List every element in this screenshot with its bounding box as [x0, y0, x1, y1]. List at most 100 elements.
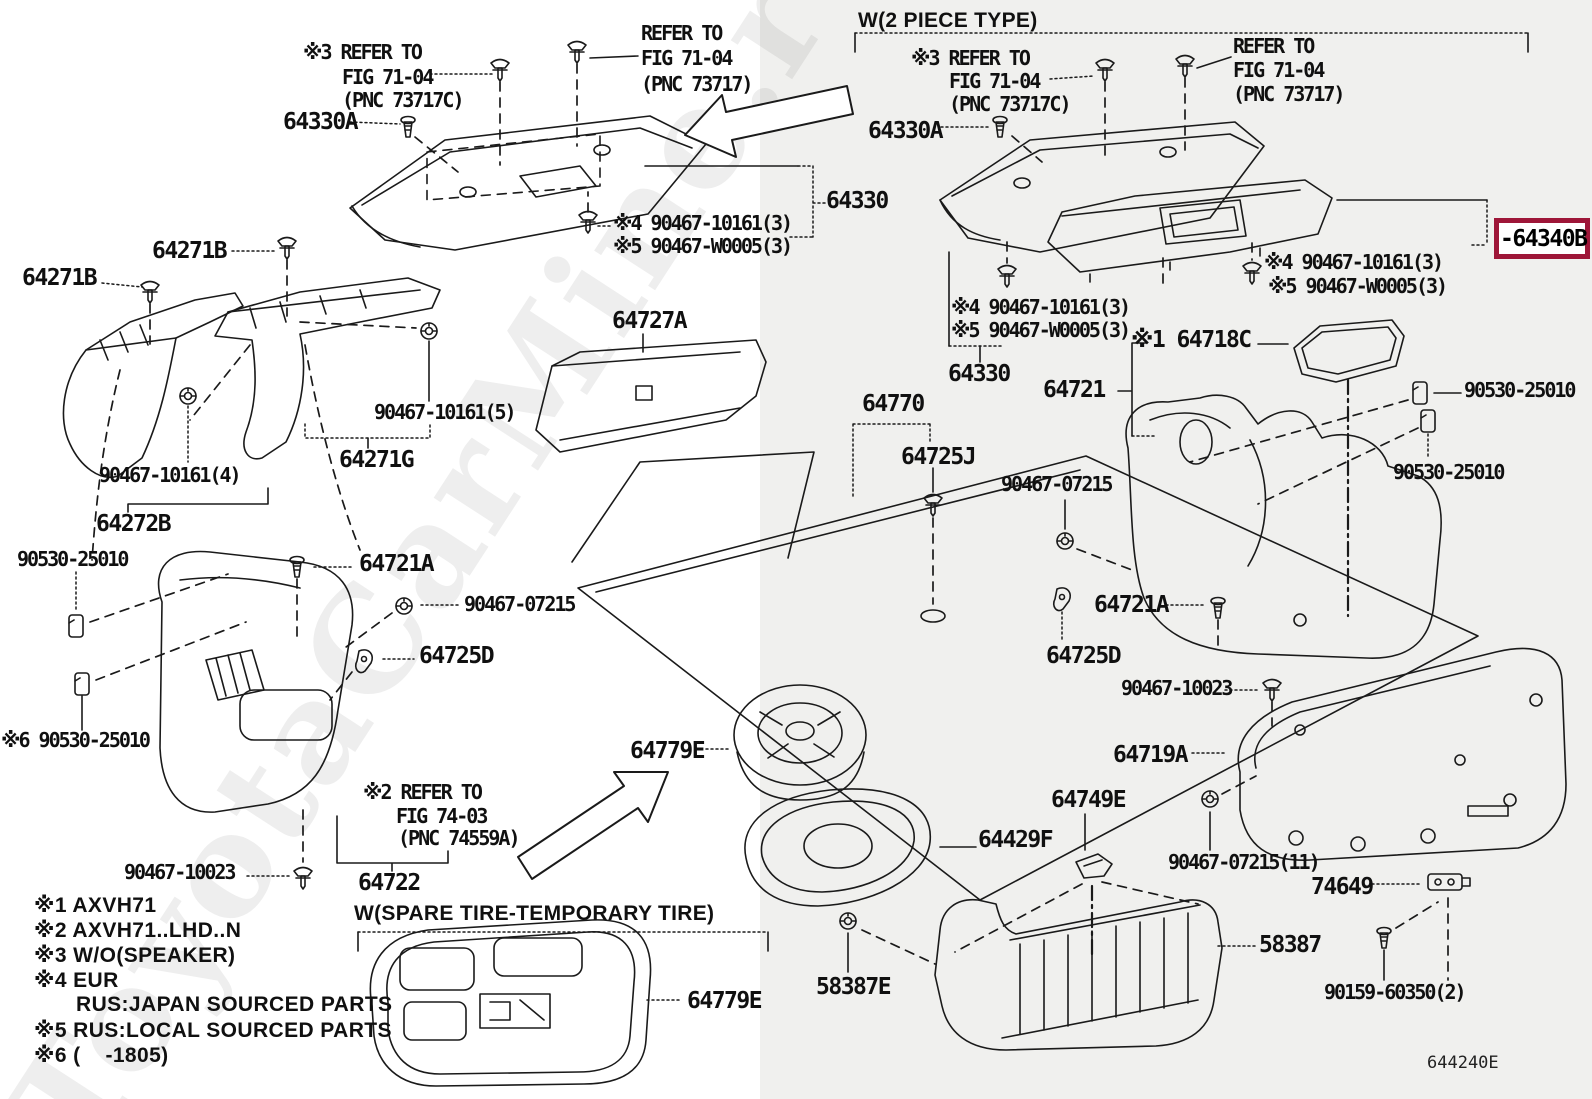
figure-code: 644240E	[1427, 1053, 1499, 1073]
part-label: 64271B	[22, 265, 98, 291]
part-label: ※4 90467-10161(3)	[613, 211, 793, 235]
grommet-icon	[420, 322, 438, 340]
side-trim-panel-right-64721-drawing	[1125, 394, 1442, 659]
fastener-icons	[68, 40, 1471, 949]
legend-note: ※3 W/O(SPEAKER)	[34, 944, 236, 967]
legend-note: RUS:JAPAN SOURCED PARTS	[76, 993, 393, 1016]
part-label: ※4 90467-10161(3)	[951, 295, 1131, 319]
part-label: 90467-07215(11)	[1168, 850, 1321, 874]
part-label: REFER TO	[1233, 34, 1315, 58]
part-label: 64330A	[868, 118, 944, 144]
clip-icon	[293, 866, 313, 890]
part-label: (PNC 74559A)	[398, 826, 520, 850]
direction-arrow-top	[684, 85, 854, 158]
part-label: ※5 90467-W0005(3)	[1268, 274, 1448, 298]
part-label: (PNC 73717C)	[342, 88, 464, 112]
direction-arrow-spare	[517, 771, 669, 880]
highlighted-part-label-64340B: -64340B	[1494, 218, 1590, 259]
part-label: 64330A	[283, 109, 359, 135]
part-label: (PNC 73717)	[641, 72, 753, 96]
section-label: W(2 PIECE TYPE)	[858, 9, 1038, 32]
part-label: ※5 90467-W0005(3)	[613, 234, 793, 258]
leader-lines-dotted	[75, 32, 1529, 1001]
trunk-lid-trim-64719A-drawing	[1237, 647, 1567, 861]
clip-icon	[997, 264, 1017, 288]
part-label: 58387	[1259, 932, 1322, 958]
part-label: 64725D	[1046, 643, 1122, 669]
bracket-clip-icon	[1075, 853, 1113, 879]
luggage-cover-64429F-drawing	[744, 788, 932, 907]
part-label: 64719A	[1113, 742, 1189, 768]
part-label: 90467-07215	[464, 592, 576, 616]
part-label: 64330	[948, 361, 1011, 387]
grommet-icon	[839, 912, 857, 930]
part-label: FIG 71-04	[949, 69, 1041, 93]
part-label: 90467-10023	[124, 860, 236, 884]
package-tray-front-64330-right-drawing	[939, 121, 1265, 253]
rear-sill-plate-58387-drawing	[934, 899, 1223, 1051]
part-label: ※1 64718C	[1131, 327, 1252, 353]
grommet-icon	[1056, 532, 1074, 550]
part-label: FIG 74-03	[396, 804, 488, 828]
part-label: ※5 90467-W0005(3)	[951, 318, 1131, 342]
screw-icon	[400, 115, 416, 138]
clip-icon	[140, 280, 160, 304]
part-label: ※6 90530-25010	[1, 728, 151, 752]
latch-icon	[1427, 873, 1471, 891]
part-label: 64721A	[359, 551, 435, 577]
clip-icon	[1175, 54, 1195, 78]
legend-note: ※4 EUR	[34, 969, 119, 992]
grommet-icon	[179, 387, 197, 405]
side-trim-panel-left-drawing	[157, 550, 354, 813]
part-label: 74649	[1311, 874, 1374, 900]
clip-icon	[1095, 58, 1115, 82]
part-label: FIG 71-04	[342, 65, 434, 89]
two-piece-section-background	[760, 0, 1592, 1099]
part-label: 64330	[826, 188, 889, 214]
package-tray-rear-64340B-drawing	[1047, 179, 1333, 283]
legend-note: ※1 AXVH71	[34, 894, 157, 917]
part-label: 64770	[862, 391, 925, 417]
part-label: 64749E	[1051, 787, 1127, 813]
clip-icon	[1262, 678, 1282, 702]
part-label: FIG 71-04	[1233, 58, 1325, 82]
clip-icon	[578, 210, 598, 234]
part-label: (PNC 73717)	[1233, 82, 1345, 106]
tab-icon	[68, 614, 84, 638]
part-label: 90467-10023	[1121, 676, 1233, 700]
part-label: 90467-10161(5)	[374, 400, 517, 424]
quarter-trim-64272B-drawing	[62, 292, 244, 479]
hook-icon	[1052, 587, 1072, 612]
screw-icon	[289, 555, 305, 578]
legend-note: ※5 RUS:LOCAL SOURCED PARTS	[34, 1019, 392, 1042]
screw-icon	[1376, 926, 1392, 949]
trunk-mat-64770-drawing	[571, 451, 1479, 901]
package-tray-64330-left-drawing	[349, 115, 707, 251]
part-label: 64725D	[419, 643, 495, 669]
part-label: FIG 71-04	[641, 46, 733, 70]
speaker-lid-64718C-drawing	[1293, 319, 1405, 383]
grommet-icon	[395, 597, 413, 615]
rear-sill-trim-64727A-drawing	[535, 339, 767, 453]
legend-note: ※2 AXVH71..LHD..N	[34, 919, 242, 942]
part-label: ※3 REFER TO	[303, 40, 423, 64]
part-label: 64429F	[978, 827, 1054, 853]
part-label: ※4 90467-10161(3)	[1264, 250, 1444, 274]
clip-icon	[1242, 261, 1262, 285]
part-label: 64725J	[901, 444, 977, 470]
part-label: REFER TO	[641, 21, 723, 45]
part-label: (PNC 73717C)	[949, 92, 1071, 116]
section-label: W(SPARE TIRE-TEMPORARY TIRE)	[354, 902, 715, 925]
part-label: 64779E	[687, 988, 763, 1014]
spare-tire-pan-64779E-drawing	[369, 919, 652, 1087]
clip-icon	[567, 40, 587, 64]
alignment-dashdot-lines	[1090, 378, 1350, 958]
part-label: 90467-07215	[1001, 472, 1113, 496]
part-label: 90467-10161(4)	[99, 463, 242, 487]
part-label: 64272B	[96, 511, 172, 537]
hook-icon	[354, 649, 374, 674]
legend-note: ※6 ( -1805)	[34, 1044, 169, 1067]
part-label: 64779E	[630, 738, 706, 764]
